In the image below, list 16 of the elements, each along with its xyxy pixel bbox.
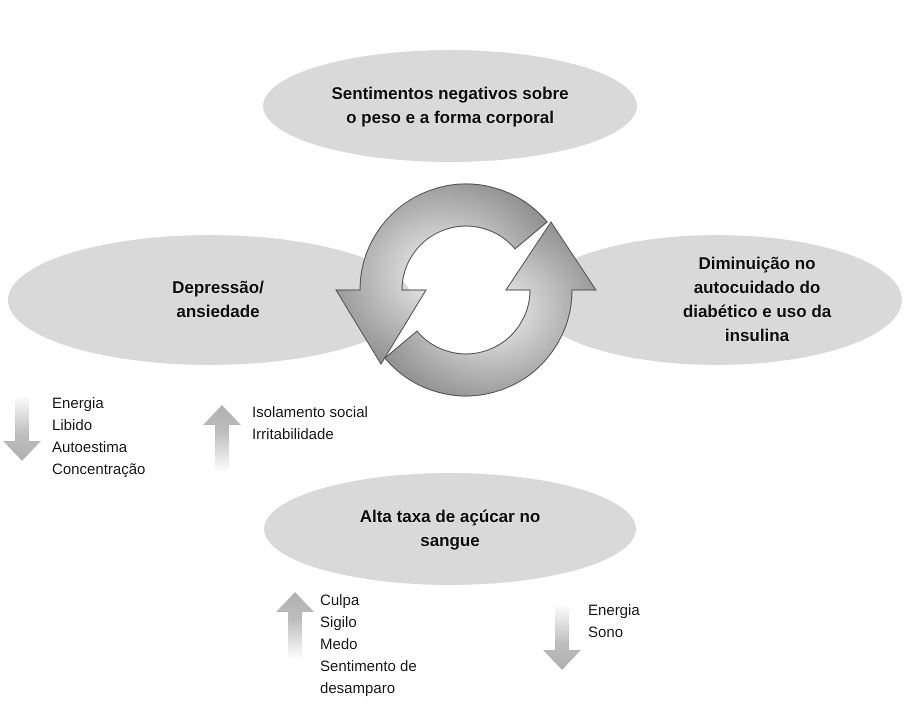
node-text: Depressão/ ansiedade: [171, 277, 265, 323]
factor-label: Irritabilidade: [252, 425, 334, 445]
factor-label: Energia: [588, 601, 640, 621]
factor-label: Libido: [52, 416, 92, 436]
factor-label: Energia: [52, 394, 104, 414]
factor-label: Culpa: [320, 591, 360, 611]
factor-label: Medo: [320, 635, 359, 655]
node-text: Sentimentos negativos sobre o peso e a forma corporal: [330, 83, 570, 129]
factor-label: Isolamento social: [252, 403, 368, 423]
factor-label: Sigilo: [320, 613, 358, 633]
factor-label: Sentimento de desamparo: [320, 657, 418, 699]
factor-label: Autoestima: [52, 438, 128, 458]
factor-label: Concentração: [52, 460, 146, 480]
node-text: Alta taxa de açúcar no sangue: [358, 506, 542, 552]
node-text: Diminuição no autocuidado do diabético e uso da insulina: [682, 253, 832, 347]
factor-label: Sono: [588, 623, 624, 643]
